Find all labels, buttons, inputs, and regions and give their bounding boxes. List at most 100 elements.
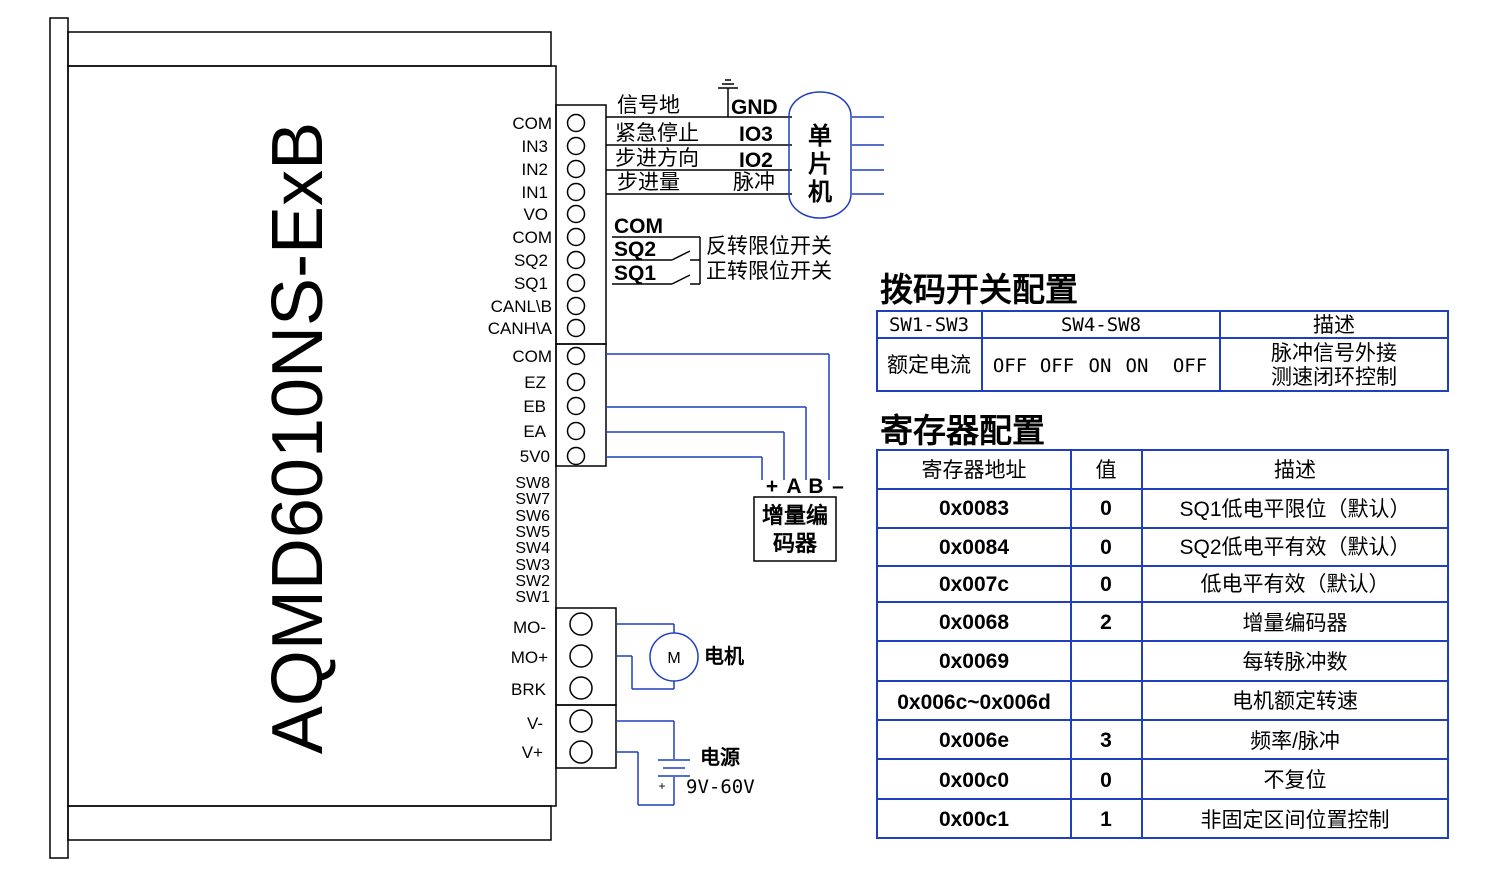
terminal-label: EA (523, 422, 546, 441)
motor-symbol-letter: M (667, 650, 680, 667)
dip-switch-state: OFF (1173, 355, 1207, 377)
register-address: 0x007c (939, 573, 1009, 596)
register-value: 3 (1100, 729, 1112, 752)
register-row: 0x006e 3 频率/脉冲 (939, 729, 1340, 753)
terminal-hole (566, 296, 586, 316)
register-row: 0x0068 2 增量编码器 (939, 611, 1348, 635)
terminal-hole (566, 421, 586, 441)
terminal-label: SQ1 (514, 274, 548, 293)
register-desc: SQ2低电平有效（默认） (1179, 536, 1410, 559)
register-row: 0x0084 0 SQ2低电平有效（默认） (939, 536, 1411, 559)
dip-switch-label: SW6 (515, 508, 550, 525)
terminal-label: CANL\B (491, 297, 552, 316)
motor-label: 电机 (704, 644, 744, 668)
register-address: 0x0068 (939, 611, 1009, 634)
register-desc: 低电平有效（默认） (1201, 573, 1390, 596)
register-row: 0x006c~0x006d 电机额定转速 (897, 690, 1358, 714)
power-voltage-range: 9V-60V (686, 776, 755, 798)
terminal-hole (566, 136, 586, 156)
terminal-label: COM (512, 228, 552, 247)
encoder-label: 增量编 (762, 503, 828, 528)
mcu-label: 片 (808, 151, 832, 178)
register-value: 0 (1100, 573, 1112, 596)
power-plus-sign: + (658, 779, 665, 793)
terminal-hole (566, 372, 586, 392)
register-value: 0 (1100, 497, 1112, 520)
terminal-hole (566, 273, 586, 293)
register-desc: 每转脉冲数 (1243, 651, 1348, 674)
encoder-pin-a: A (786, 475, 801, 498)
dip-switch-state: ON (1089, 355, 1112, 377)
register-header-cell: 值 (1096, 459, 1117, 482)
power-label: 电源 (700, 746, 740, 769)
terminal-hole (566, 204, 586, 224)
mcu-chip (788, 91, 852, 219)
terminal-hole (566, 250, 586, 270)
register-desc: 不复位 (1264, 769, 1327, 792)
encoder-pin-b: B (808, 475, 823, 498)
dip-desc-line: 测速闭环控制 (1271, 366, 1397, 389)
terminal-hole (569, 644, 593, 668)
register-row: 0x0069 每转脉冲数 (939, 650, 1348, 674)
register-address: 0x006c~0x006d (897, 691, 1051, 714)
dip-header-cell: SW1-SW3 (889, 314, 969, 336)
terminal-hole (569, 709, 593, 733)
mcu-pin-label: GND (731, 96, 778, 119)
encoder-box (753, 496, 837, 562)
register-row: 0x007c 0 低电平有效（默认） (939, 573, 1390, 596)
mcu-signal-name: 步进量 (617, 171, 680, 194)
dip-switch-labels: SW8 SW7 SW6 SW5 SW4 SW3 SW2 SW1 (515, 475, 550, 606)
terminal-label: 5V0 (520, 447, 550, 466)
terminal-hole (566, 227, 586, 247)
limit-com-label: COM (614, 215, 663, 238)
dip-config-table (876, 310, 1449, 392)
register-address: 0x00c0 (939, 769, 1009, 792)
power-wiring (616, 720, 690, 806)
dip-switch-label: SW1 (515, 589, 550, 606)
dip-desc-line: 脉冲信号外接 (1271, 342, 1397, 365)
terminal-label: VO (523, 205, 548, 224)
register-value: 1 (1100, 808, 1112, 831)
terminal-label: COM (512, 114, 552, 133)
terminal-hole (566, 318, 586, 338)
mcu-pin-label: IO3 (739, 123, 773, 146)
dip-header-cell: 描述 (1313, 314, 1355, 337)
terminal-hole (566, 346, 586, 366)
encoder-label: 码器 (773, 531, 818, 556)
terminal-hole (569, 612, 593, 636)
terminal-hole (566, 182, 586, 202)
io-terminals: COM IN3 IN2 IN1 VO COM SQ2 SQ1 CANL\B CA… (488, 113, 586, 338)
register-desc: 频率/脉冲 (1250, 730, 1340, 753)
dip-header-cell: SW4-SW8 (1061, 314, 1141, 336)
terminal-hole (566, 396, 586, 416)
mcu-signal-name: 紧急停止 (615, 122, 699, 145)
register-address: 0x0083 (939, 497, 1009, 520)
register-desc: 非固定区间位置控制 (1201, 809, 1390, 832)
dip-switch-label: SW2 (515, 573, 550, 590)
terminal-label: MO+ (511, 648, 548, 667)
register-address: 0x0069 (939, 650, 1009, 673)
register-address: 0x006e (939, 729, 1009, 752)
register-row: 0x00c0 0 不复位 (939, 769, 1327, 792)
register-header-cell: 描述 (1274, 459, 1316, 482)
encoder-pin-minus: – (832, 475, 844, 498)
terminal-hole (569, 740, 593, 764)
dip-switch-label: SW5 (515, 524, 550, 541)
limit-pin-label: SQ1 (614, 262, 656, 285)
driver-model-label: AQMD6010NS-ExB (258, 122, 338, 754)
terminal-hole (566, 446, 586, 466)
terminal-label: CANH\A (488, 319, 553, 338)
mcu-pin-label: IO2 (739, 149, 773, 172)
terminal-label: MO- (513, 618, 546, 637)
terminal-hole (566, 113, 586, 133)
mcu-wiring (606, 79, 884, 195)
terminal-hole (566, 159, 586, 179)
terminal-block-power (555, 704, 617, 769)
mcu-label: 单 (808, 123, 832, 150)
mcu-signal-name: 步进方向 (615, 147, 699, 170)
dip-config-title: 拨码开关配置 (880, 271, 1078, 308)
encoder-pin-plus: + (766, 475, 778, 498)
dip-switch-state: OFF (993, 355, 1027, 377)
dip-row-label: 额定电流 (887, 354, 971, 377)
